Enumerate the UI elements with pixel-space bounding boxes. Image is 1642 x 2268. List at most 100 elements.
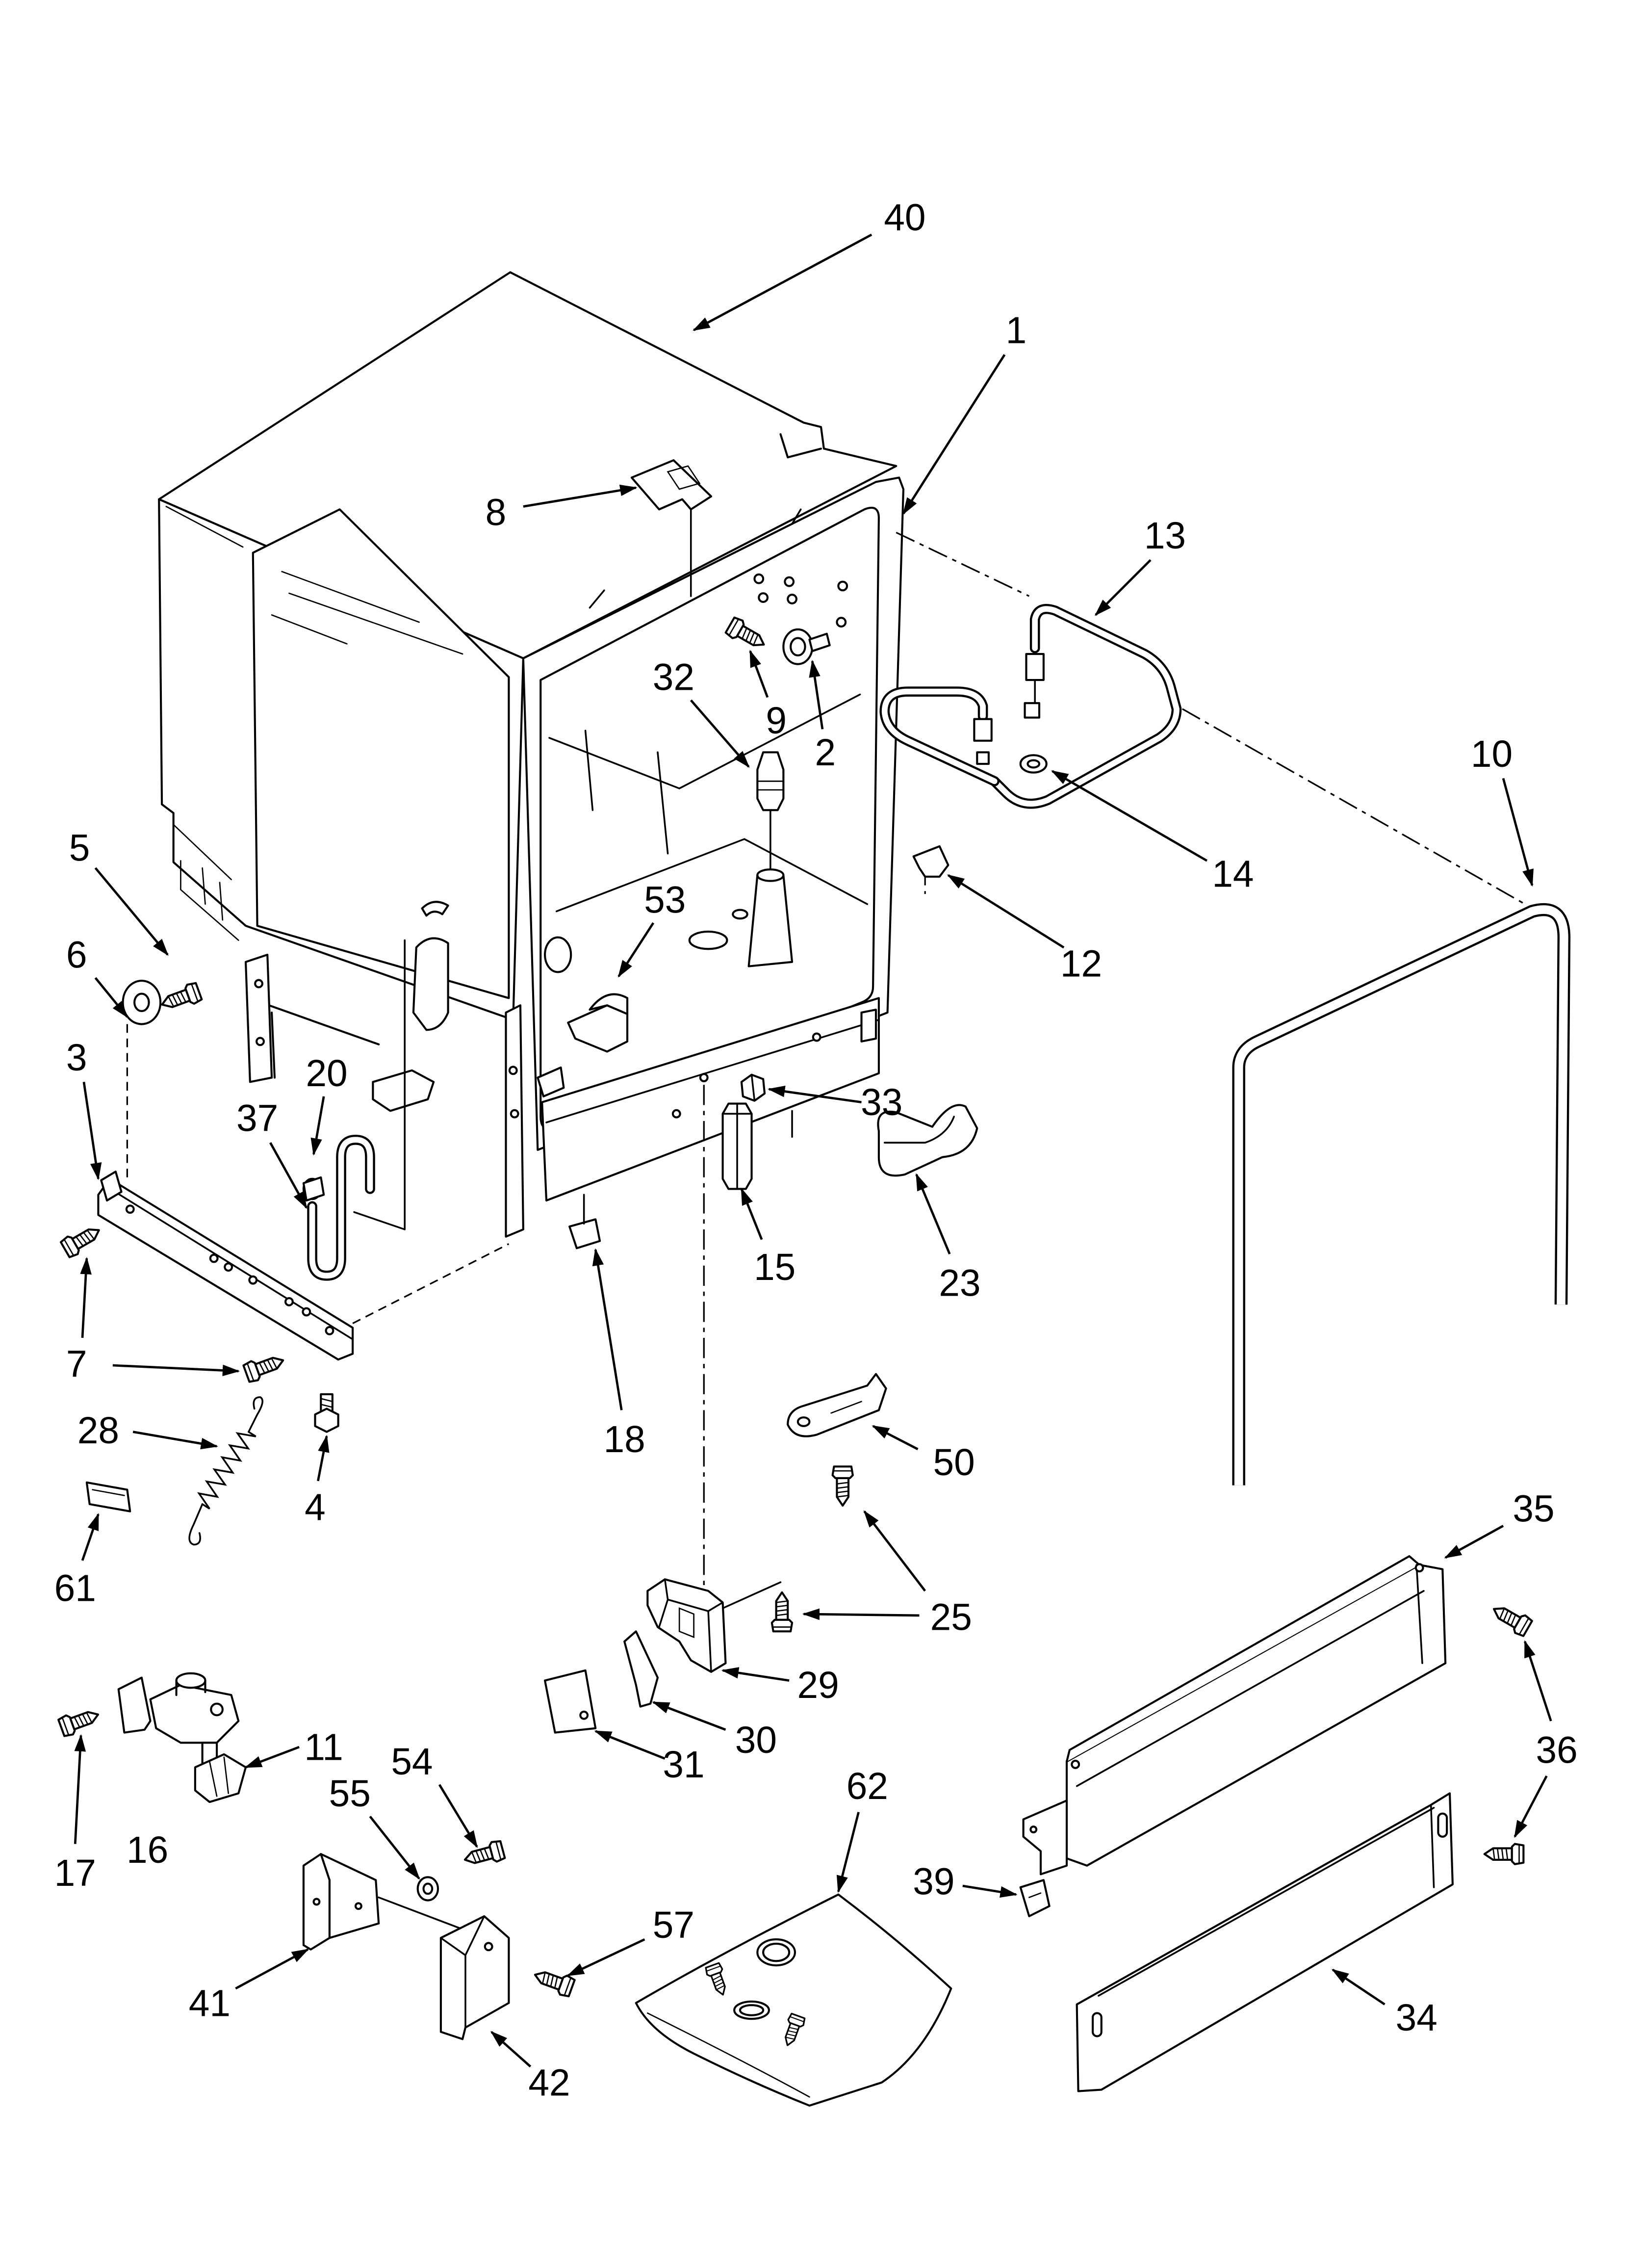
- leader-28: [132, 1431, 218, 1450]
- part-3-bracket: [97, 1171, 354, 1361]
- leader-34: [1331, 1969, 1385, 2006]
- callout-37: 37: [236, 1098, 278, 1140]
- part-33-nut: [740, 1073, 793, 1138]
- part-7-screw-left: [60, 1222, 104, 1259]
- callout-4: 4: [305, 1486, 326, 1528]
- part-61-clip: [85, 1481, 131, 1512]
- callout-23: 23: [939, 1263, 980, 1304]
- centerline-bracket-to-cabinet: [352, 1243, 510, 1325]
- part-50-bracket: [787, 1373, 887, 1437]
- leader-61: [81, 1512, 100, 1561]
- leader-9: [749, 650, 769, 698]
- part-37-hose: [307, 1134, 375, 1281]
- leader-6: [94, 977, 128, 1018]
- leader-54: [438, 1784, 478, 1848]
- part-35-upper-toe-panel: [1022, 1555, 1447, 1876]
- leader-lines: [74, 234, 1552, 2068]
- leader-1: [902, 354, 1006, 515]
- callout-50: 50: [933, 1442, 975, 1484]
- leader-25-lower: [802, 1608, 920, 1620]
- part-11-fitting: [194, 1753, 247, 1803]
- callout-5: 5: [69, 827, 90, 869]
- leader-3: [82, 1082, 102, 1180]
- leader-31: [594, 1730, 666, 1760]
- callout-10: 10: [1471, 733, 1513, 775]
- callout-20: 20: [306, 1053, 347, 1095]
- part-29-latch-bracket: [646, 1578, 727, 1673]
- leader-33: [767, 1085, 862, 1103]
- leader-18: [592, 1248, 623, 1410]
- callout-8: 8: [486, 492, 507, 534]
- leader-36-lower: [1514, 1775, 1548, 1838]
- part-62-parts-bag: [635, 1893, 952, 2107]
- part-28-spring: [188, 1396, 263, 1546]
- leader-53: [617, 922, 655, 978]
- part-57-screw: [532, 1965, 575, 1998]
- callout-53: 53: [644, 880, 686, 921]
- callout-18: 18: [604, 1419, 645, 1460]
- leader-12: [947, 874, 1065, 949]
- leader-17: [74, 1734, 86, 1844]
- part-25-screw-upper: [833, 1466, 853, 1506]
- part-7-screw-lower: [243, 1351, 286, 1383]
- leader-10: [1502, 778, 1534, 887]
- leader-36-upper: [1524, 1640, 1552, 1721]
- callout-35: 35: [1513, 1488, 1554, 1530]
- part-31-plate: [544, 1669, 597, 1734]
- callout-15: 15: [754, 1247, 795, 1288]
- leader-55: [369, 1816, 420, 1880]
- leader-40: [693, 234, 872, 331]
- callout-2: 2: [815, 732, 836, 774]
- centerline-tube-to-gasket: [1181, 708, 1526, 905]
- part-36-screw-upper: [1489, 1600, 1533, 1638]
- leader-39: [962, 1884, 1018, 1898]
- part-2-nut: [782, 628, 831, 665]
- part-12-clip: [912, 845, 949, 894]
- leader-7-right: [112, 1364, 240, 1377]
- callout-31: 31: [663, 1744, 704, 1786]
- callout-62: 62: [847, 1766, 888, 1807]
- callout-13: 13: [1144, 515, 1186, 557]
- centerline-frame-to-tube: [896, 532, 1030, 597]
- callout-42: 42: [528, 2062, 570, 2104]
- part-32-spray-nozzle: [747, 751, 794, 967]
- part-6-washer: [122, 980, 162, 1025]
- leader-42: [490, 2031, 532, 2068]
- part-18-foot: [568, 1194, 601, 1250]
- leader-41: [235, 1948, 309, 1990]
- part-40-tub-cabinet: [158, 271, 898, 1230]
- part-5-screw: [158, 982, 202, 1014]
- callout-34: 34: [1396, 1997, 1437, 2039]
- part-25-screw-lower: [772, 1592, 792, 1632]
- callout-33: 33: [861, 1082, 902, 1123]
- callout-6: 6: [66, 935, 87, 976]
- part-41-bracket: [302, 1853, 380, 1951]
- callout-17: 17: [54, 1852, 96, 1894]
- callout-11: 11: [304, 1727, 343, 1769]
- leader-11: [244, 1746, 300, 1769]
- leader-62: [836, 1812, 860, 1893]
- callout-40: 40: [884, 197, 925, 239]
- callout-39: 39: [913, 1861, 954, 1903]
- leader-57: [566, 1938, 645, 1977]
- callout-29: 29: [797, 1665, 839, 1706]
- callout-7: 7: [66, 1344, 87, 1385]
- callout-41: 41: [189, 1982, 231, 2024]
- leader-13: [1094, 559, 1152, 616]
- leader-15: [740, 1187, 763, 1240]
- part-42-bracket: [439, 1915, 510, 2040]
- part-14-washer: [1019, 754, 1048, 774]
- callout-12: 12: [1060, 943, 1102, 985]
- part-34-lower-toe-panel: [1076, 1792, 1454, 2092]
- callout-1: 1: [1006, 310, 1027, 351]
- leader-35: [1444, 1525, 1504, 1559]
- callout-55: 55: [329, 1773, 371, 1815]
- part-20-clip: [302, 1176, 325, 1202]
- callout-16: 16: [127, 1829, 168, 1871]
- leader-4: [317, 1434, 330, 1482]
- leader-37: [269, 1142, 308, 1209]
- callout-57: 57: [653, 1904, 694, 1946]
- leader-50: [872, 1425, 919, 1451]
- leader-20: [310, 1096, 325, 1156]
